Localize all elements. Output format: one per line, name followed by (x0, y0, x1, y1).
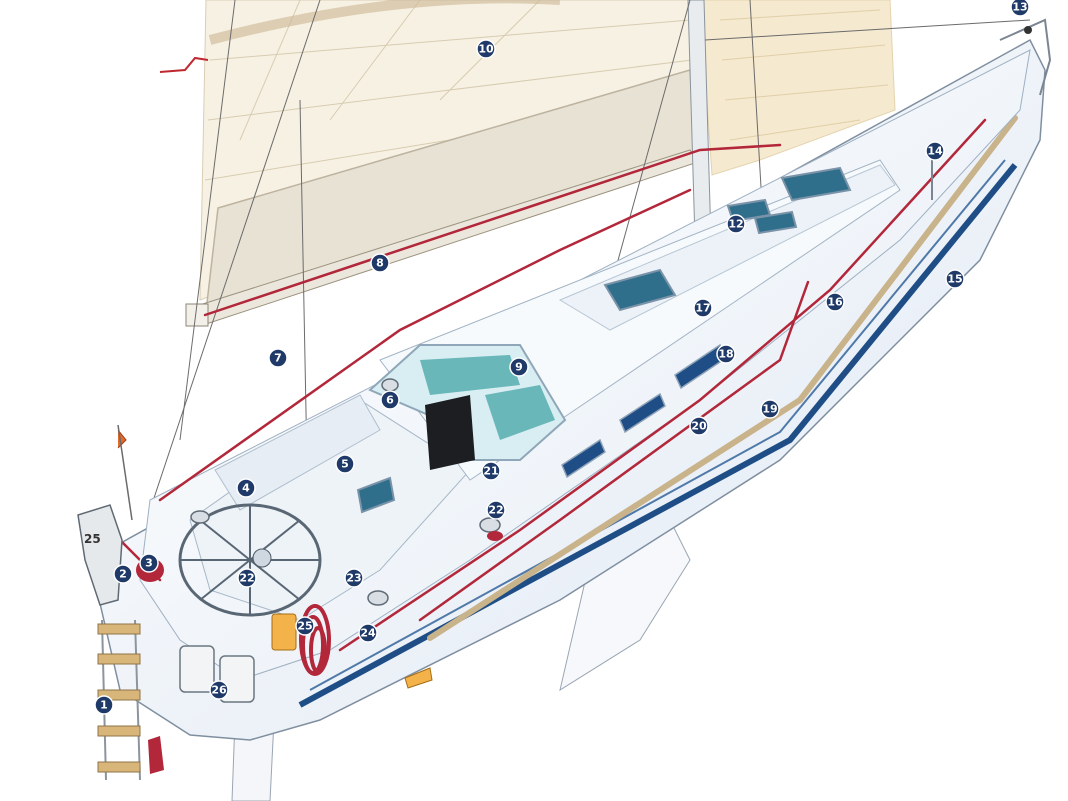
callout-4: 4 (236, 478, 256, 498)
callout-16-label: 16 (827, 296, 843, 309)
callout-9: 9 (509, 357, 529, 377)
callout-17-label: 17 (695, 302, 710, 315)
callout-18-label: 18 (718, 348, 733, 361)
red-fender (487, 531, 503, 541)
callout-2-label: 2 (119, 568, 127, 581)
callout-3: 3 (139, 553, 159, 573)
callout-4-label: 4 (242, 482, 250, 495)
callout-14: 14 (925, 141, 945, 161)
callout-2: 2 (113, 564, 133, 584)
callout-19: 19 (760, 399, 780, 419)
callout-15: 15 (945, 269, 965, 289)
callout-9-label: 9 (515, 361, 523, 374)
sprayhood-window (420, 355, 520, 395)
callout-14-label: 14 (927, 145, 943, 158)
callout-15-label: 15 (947, 273, 962, 286)
callout-24-label: 24 (360, 627, 376, 640)
yellow-bag (271, 613, 297, 651)
companionway (425, 395, 475, 470)
callout-5: 5 (335, 454, 355, 474)
callout-6: 6 (380, 390, 400, 410)
callout-26-label: 26 (211, 684, 227, 697)
outboard-engine: 25 (77, 504, 123, 606)
callout-3-label: 3 (145, 557, 153, 570)
callout-12-label: 12 (728, 218, 743, 231)
hull-stripe-blue-thin (309, 159, 1006, 691)
callout-6-label: 6 (386, 394, 394, 407)
callout-8: 8 (370, 253, 390, 273)
callout-16: 16 (825, 292, 845, 312)
callout-17: 17 (693, 298, 713, 318)
callout-25: 25 (295, 616, 315, 636)
callout-22-coachroof-label: 22 (488, 504, 503, 517)
flag-staff (117, 424, 133, 521)
callout-20: 20 (689, 416, 709, 436)
callout-1: 1 (94, 695, 114, 715)
headsail-seams (719, 9, 889, 141)
hatches (356, 166, 852, 514)
masthead-light (1024, 26, 1032, 34)
outboard-badge: 25 (84, 532, 101, 546)
callout-21: 21 (481, 461, 501, 481)
callout-25-label: 25 (297, 620, 312, 633)
callout-12: 12 (726, 214, 746, 234)
callout-23: 23 (344, 568, 364, 588)
callout-13: 13 (1010, 0, 1030, 17)
bow-pulpit (999, 18, 1052, 96)
callout-8-label: 8 (376, 257, 384, 270)
callout-5-label: 5 (341, 458, 349, 471)
cockpit-seat (214, 394, 381, 511)
toerail (427, 115, 1018, 641)
winches (190, 378, 501, 606)
callout-22-cockpit: 22 (237, 568, 257, 588)
callout-24: 24 (358, 623, 378, 643)
callout-10: 10 (476, 39, 496, 59)
yellow-transducer (404, 667, 433, 689)
red-danbuoy (148, 736, 164, 774)
callout-13-label: 13 (1012, 1, 1027, 14)
sprayhood-window-2 (485, 385, 555, 440)
callout-23-label: 23 (346, 572, 361, 585)
callout-7-label: 7 (274, 352, 282, 365)
mainsail-stripe (208, 0, 560, 45)
callout-18: 18 (716, 344, 736, 364)
wheel-spokes (180, 505, 320, 615)
callout-21-label: 21 (483, 465, 498, 478)
callout-20-label: 20 (691, 420, 707, 433)
callout-7: 7 (268, 348, 288, 368)
callout-19-label: 19 (762, 403, 777, 416)
callout-22-cockpit-label: 22 (239, 572, 254, 585)
callout-1-label: 1 (100, 699, 108, 712)
callout-22-coachroof: 22 (486, 500, 506, 520)
callout-10-label: 10 (478, 43, 494, 56)
red-telltale-line (159, 56, 209, 73)
headsail (699, 0, 896, 176)
portlights (561, 343, 727, 479)
wheel-hub (252, 548, 272, 568)
coiled-rope (299, 604, 331, 676)
callout-26: 26 (209, 680, 229, 700)
